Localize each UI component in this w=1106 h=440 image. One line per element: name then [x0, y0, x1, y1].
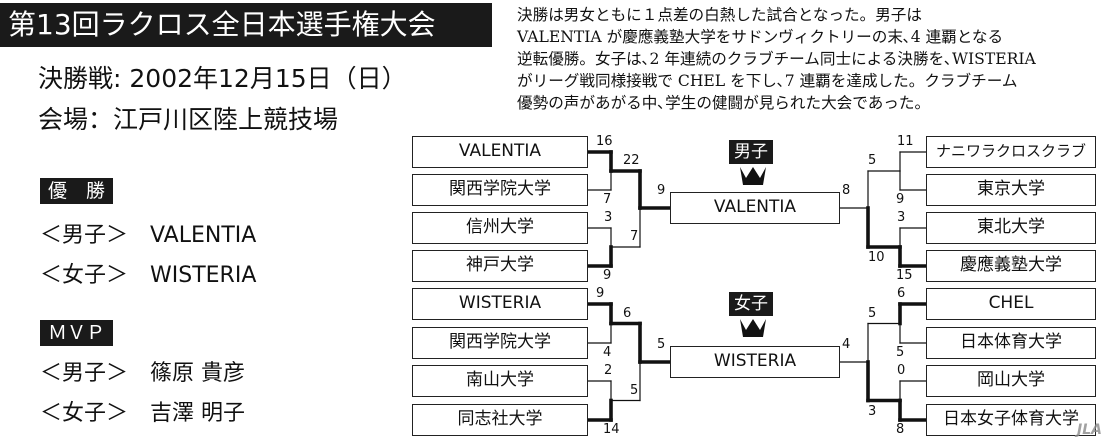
description-line: VALENTIA が慶應義塾大学をサドンヴィクトリーの末､4 連覇となる: [517, 28, 1004, 46]
champion-box: WISTERIA: [670, 346, 840, 378]
score-label: 6: [897, 286, 906, 301]
team-box: 信州大学: [412, 212, 588, 244]
score-label: 4: [842, 337, 851, 352]
team-box: 東北大学: [926, 212, 1096, 244]
score-label: 7: [630, 229, 639, 244]
venue-line: 会場：江戸川区陸上競技場: [38, 105, 339, 134]
crown-icon: [740, 319, 766, 337]
score-label: 4: [603, 345, 612, 360]
score-label: 5: [896, 345, 905, 360]
score-label: 16: [596, 134, 613, 149]
winner-men: VALENTIA: [150, 223, 257, 248]
winner-women: WISTERIA: [150, 263, 257, 288]
womens-label: ＜女子＞: [40, 263, 129, 288]
final-date-line: 決勝戦: 2002年12月15日（日）: [38, 64, 407, 93]
tournament-description: 決勝は男女ともに１点差の白熱した試合となった。男子は VALENTIA が慶應義…: [517, 4, 1102, 114]
final-date: 2002年12月15日（日）: [129, 64, 407, 93]
venue: 江戸川区陸上競技場: [113, 105, 339, 134]
score-label: 2: [604, 363, 613, 378]
score-label: 10: [868, 250, 885, 265]
score-label: 3: [897, 210, 906, 225]
watermark-logo: JLA: [1077, 422, 1102, 438]
score-label: 3: [604, 210, 613, 225]
score-label: 5: [868, 153, 877, 168]
team-box: 東京大学: [926, 174, 1096, 206]
winner-men-line: ＜男子＞ VALENTIA: [40, 222, 256, 250]
team-box: 慶應義塾大学: [926, 250, 1096, 282]
description-line: がリーグ戦同様接戦で CHEL を下し､7 連覇を達成した。クラブチーム: [517, 72, 1018, 90]
description-line: 逆転優勝。女子は､2 年連続のクラブチーム同士による決勝を､WISTERIA: [517, 50, 1036, 68]
winner-label: 優 勝: [40, 178, 114, 204]
team-box: 関西学院大学: [412, 327, 588, 359]
mvp-women-line: ＜女子＞ 吉澤 明子: [40, 400, 245, 428]
score-label: 9: [896, 192, 905, 207]
mens-label: ＜男子＞: [40, 223, 129, 248]
team-box: WISTERIA: [412, 288, 588, 320]
team-box: 関西学院大学: [412, 174, 588, 206]
team-box: 同志社大学: [412, 404, 588, 436]
team-box: 日本女子体育大学: [926, 404, 1096, 436]
score-label: 3: [868, 403, 877, 419]
team-box: CHEL: [926, 288, 1096, 320]
champion-box: VALENTIA: [670, 192, 840, 224]
winner-women-line: ＜女子＞ WISTERIA: [40, 262, 256, 290]
mvp-men-line: ＜男子＞ 篠原 貴彦: [40, 360, 245, 388]
score-label: 9: [596, 286, 605, 301]
team-box: 日本体育大学: [926, 327, 1096, 359]
final-date-label: 決勝戦: [38, 64, 114, 93]
team-box: 南山大学: [412, 365, 588, 397]
team-box: 神戸大学: [412, 250, 588, 282]
score-label: 6: [623, 305, 632, 321]
score-label: 8: [896, 422, 905, 437]
crown-icon: [740, 167, 766, 185]
description-line: 優勢の声があがる中､学生の健闘が見られた大会であった。: [517, 94, 931, 112]
score-label: 0: [897, 363, 906, 378]
team-box: 岡山大学: [926, 365, 1096, 397]
score-label: 9: [657, 183, 666, 198]
score-label: 5: [657, 337, 666, 352]
team-box: VALENTIA: [412, 136, 588, 168]
score-label: 8: [842, 183, 851, 198]
description-line: 決勝は男女ともに１点差の白熱した試合となった。男子は: [517, 6, 922, 24]
score-label: 9: [603, 268, 612, 283]
score-label: 5: [868, 305, 877, 321]
page-title: 第13回ラクロス全日本選手権大会: [0, 3, 492, 47]
women-badge: 女子: [729, 292, 773, 316]
womens-label: ＜女子＞: [40, 401, 129, 426]
score-label: 22: [623, 153, 640, 168]
score-label: 5: [630, 382, 639, 398]
venue-label: 会場: [38, 105, 89, 134]
score-label: 11: [897, 134, 914, 149]
mvp-label: ＭＶＰ: [40, 320, 114, 346]
team-box: ナニワラクロスクラブ: [926, 136, 1096, 168]
score-label: 14: [603, 422, 620, 437]
men-badge: 男子: [729, 140, 773, 164]
mens-label: ＜男子＞: [40, 361, 129, 386]
mvp-women: 吉澤 明子: [150, 401, 246, 426]
mvp-men: 篠原 貴彦: [150, 361, 246, 386]
score-label: 15: [896, 268, 913, 283]
score-label: 7: [603, 192, 612, 207]
